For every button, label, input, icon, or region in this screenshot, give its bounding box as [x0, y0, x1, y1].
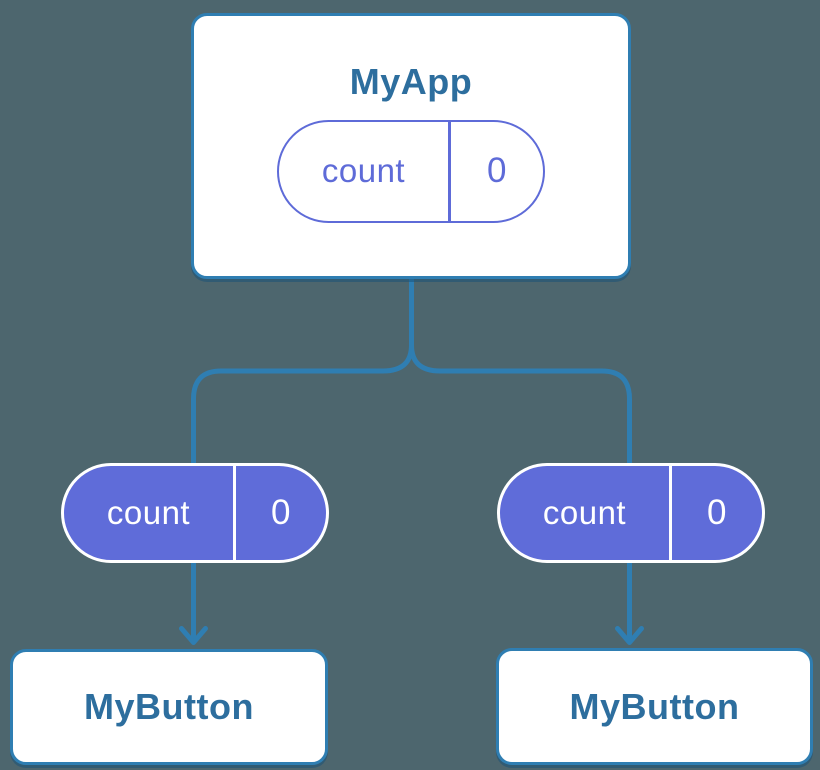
right-branch-connector	[409, 344, 632, 463]
node-myapp: MyApp count 0	[191, 13, 631, 279]
right-arrowhead-icon	[615, 626, 644, 645]
state-divider	[669, 466, 672, 560]
node-myapp-title: MyApp	[349, 61, 473, 102]
left-prop-pill: count 0	[61, 463, 329, 563]
state-label: count	[321, 152, 406, 190]
state-value: 0	[487, 151, 507, 191]
state-value: 0	[271, 493, 291, 532]
left-branch-connector	[191, 344, 414, 463]
state-divider	[233, 466, 236, 560]
right-prop-pill: count 0	[497, 463, 765, 563]
state-divider	[448, 121, 451, 221]
node-mybutton-title: MyButton	[569, 685, 740, 727]
state-label: count	[106, 494, 191, 531]
state-label: count	[542, 494, 627, 531]
left-arrowhead-icon	[179, 626, 208, 645]
node-mybutton-left: MyButton	[10, 649, 328, 765]
node-mybutton-title: MyButton	[84, 686, 254, 728]
state-value: 0	[707, 493, 727, 532]
node-mybutton-right: MyButton	[496, 648, 813, 765]
myapp-state-pill: count 0	[277, 119, 545, 223]
